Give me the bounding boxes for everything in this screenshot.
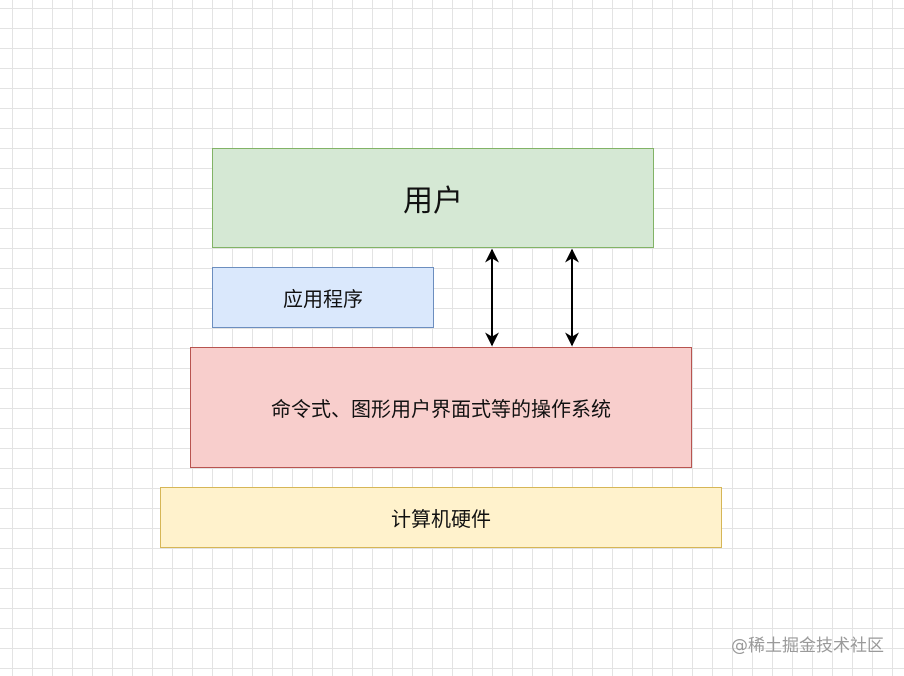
- user-box: 用户: [212, 148, 654, 248]
- operating-system-box: 命令式、图形用户界面式等的操作系统: [190, 347, 692, 468]
- watermark: @稀土掘金技术社区: [731, 636, 884, 656]
- application-box: 应用程序: [212, 267, 434, 328]
- application-box-label: 应用程序: [283, 287, 363, 311]
- operating-system-box-label: 命令式、图形用户界面式等的操作系统: [271, 397, 611, 421]
- user-box-label: 用户: [403, 184, 463, 219]
- hardware-box-label: 计算机硬件: [391, 507, 491, 531]
- hardware-box: 计算机硬件: [160, 487, 722, 548]
